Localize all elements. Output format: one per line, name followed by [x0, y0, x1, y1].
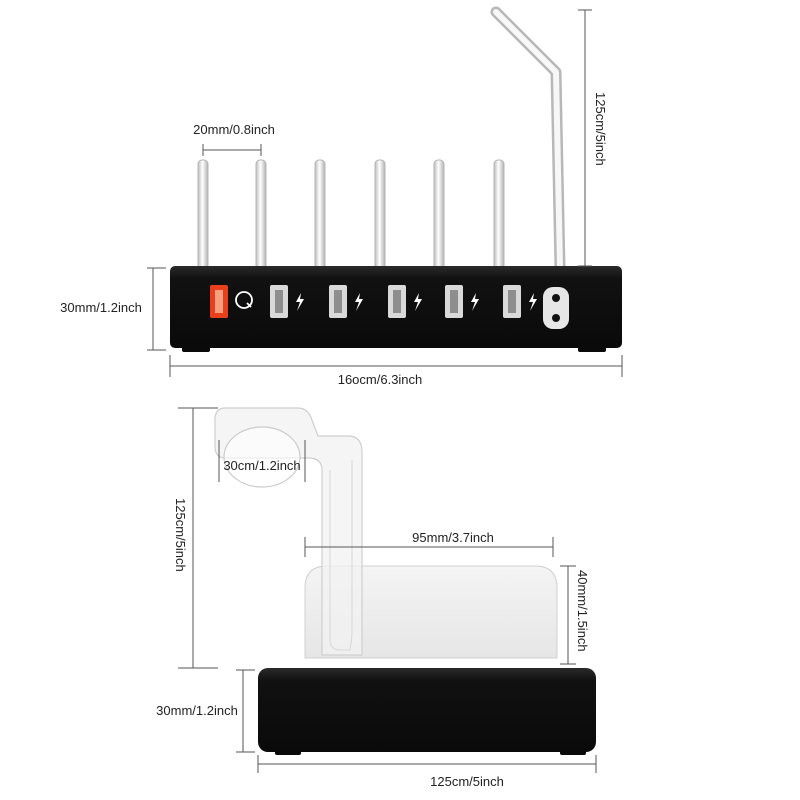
watch-stand-rod [490, 6, 566, 274]
watch-stand-arm [214, 407, 363, 656]
usb-port-3 [388, 285, 422, 318]
watch-charger-ring [223, 426, 301, 488]
dim-side-stand-height: 125cm/5inch [173, 407, 218, 669]
lightning-icon [529, 293, 537, 311]
dim-front-height: 30mm/1.2inch [60, 267, 166, 351]
dim-pad-width: 95mm/3.7inch [304, 530, 554, 557]
watch-stand-arm-edge [329, 460, 353, 651]
dim-watch-ring: 30cm/1.2inch [218, 440, 306, 482]
usb-port-4 [445, 285, 479, 318]
usb-port-tongue [450, 290, 458, 313]
pad-height-label: 40mm/1.5inch [575, 570, 590, 652]
qc-icon [235, 291, 253, 309]
front-width-label: 16ocm/6.3inch [338, 372, 423, 387]
pad-width-label: 95mm/3.7inch [412, 530, 494, 545]
usb-port-tongue [508, 290, 516, 313]
base-foot [275, 750, 301, 755]
side-base-width-label: 125cm/5inch [430, 774, 504, 789]
base-foot [560, 750, 586, 755]
front-stand-height-label: 125cm/5inch [593, 92, 608, 166]
base-foot [182, 346, 210, 352]
lightning-icon [414, 293, 422, 311]
usb-port-tongue [215, 290, 223, 313]
dim-front-width: 16ocm/6.3inch [169, 355, 623, 387]
lightning-icon [296, 293, 304, 311]
dim-slot-gap: 20mm/0.8inch [193, 122, 275, 156]
dim-side-base-height: 30mm/1.2inch [156, 669, 255, 753]
divider-rod [433, 159, 445, 271]
qc-icon-tail [246, 302, 252, 308]
power-socket [543, 287, 569, 329]
dim-front-stand-height: 125cm/5inch [578, 9, 608, 267]
charger-base-side [258, 668, 596, 752]
divider-rod [314, 159, 326, 271]
usb-port-5 [503, 285, 537, 318]
divider-rod [197, 159, 209, 271]
device-pad [304, 565, 558, 659]
base-foot [578, 346, 606, 352]
divider-rod [374, 159, 386, 271]
watch-ring-label: 30cm/1.2inch [223, 458, 300, 473]
power-socket-pin [552, 314, 560, 322]
usb-port-tongue [393, 290, 401, 313]
divider-rod [255, 159, 267, 271]
lightning-icon [355, 293, 363, 311]
front-height-label: 30mm/1.2inch [60, 300, 142, 315]
usb-port-2 [329, 285, 363, 318]
front-view: 20mm/0.8inch 30mm/1.2inch 16ocm/6.3inch … [60, 6, 623, 387]
side-base-height-label: 30mm/1.2inch [156, 703, 238, 718]
port-row [210, 285, 569, 329]
usb-port-tongue [334, 290, 342, 313]
divider-rod [493, 159, 505, 271]
power-socket-icon [543, 287, 569, 329]
lightning-icon [471, 293, 479, 311]
usb-port-tongue [275, 290, 283, 313]
side-stand-height-label: 125cm/5inch [173, 498, 188, 572]
divider-rods [197, 159, 505, 271]
usb-port-1 [270, 285, 304, 318]
dim-pad-height: 40mm/1.5inch [560, 565, 590, 665]
side-view: 30cm/1.2inch 125cm/5inch 30mm/1.2inch 95… [156, 407, 597, 789]
power-socket-pin [552, 294, 560, 302]
watch-stand-rod-highlight [493, 9, 563, 271]
dim-side-base-width: 125cm/5inch [257, 755, 597, 789]
slot-gap-label: 20mm/0.8inch [193, 122, 275, 137]
